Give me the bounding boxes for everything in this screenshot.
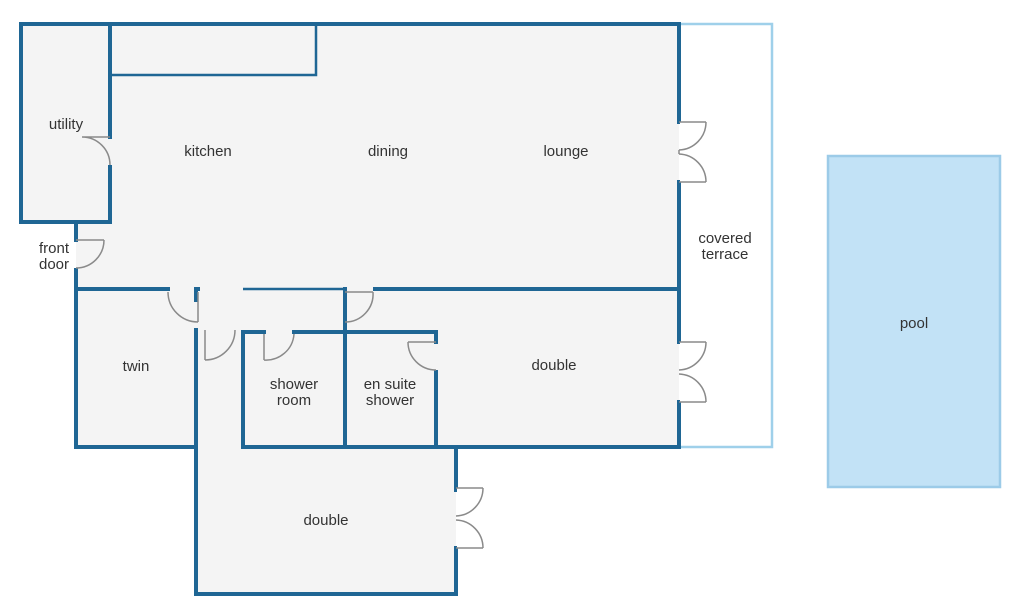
utility-floor — [21, 24, 110, 222]
covered-terrace-outline — [679, 22, 774, 449]
en-suite-door[interactable] — [407, 341, 437, 371]
double-right-label: double — [531, 357, 576, 374]
en-suite-label-line2: shower — [366, 392, 414, 409]
kitchen-label: kitchen — [184, 143, 232, 160]
room-labels: utility kitchen dining lounge front door… — [39, 116, 928, 529]
twin-label: twin — [123, 358, 150, 375]
right-double-door[interactable] — [344, 291, 374, 323]
double-french-doors[interactable] — [678, 341, 707, 403]
bottom-double-door[interactable] — [204, 329, 236, 361]
lounge-french-doors[interactable] — [678, 121, 707, 183]
bottom-double-french-doors[interactable] — [455, 487, 484, 549]
pool — [826, 154, 1002, 489]
interior-walls — [74, 22, 681, 449]
pool-label: pool — [900, 315, 928, 332]
main-living-floor — [110, 24, 679, 289]
floor-areas — [21, 24, 679, 594]
utility-label: utility — [49, 116, 84, 133]
covered-terrace-label-line1: covered — [698, 230, 751, 247]
dining-label: dining — [368, 143, 408, 160]
lounge-label: lounge — [543, 143, 588, 160]
hall-floor — [76, 222, 110, 289]
exterior-walls — [19, 22, 681, 596]
front-door-label-line2: door — [39, 256, 69, 273]
front-door[interactable] — [75, 239, 105, 269]
covered-terrace-label-line2: terrace — [702, 246, 749, 263]
shower-room-label-line2: room — [277, 392, 311, 409]
utility-door[interactable] — [81, 136, 111, 166]
bedroom-wing-floor — [76, 289, 679, 447]
front-door-label-line1: front — [39, 240, 70, 257]
shower-room-door[interactable] — [263, 333, 295, 361]
double-bottom-label: double — [303, 512, 348, 529]
doors — [75, 121, 707, 549]
bottom-double-floor — [196, 447, 456, 594]
twin-door[interactable] — [167, 291, 199, 323]
en-suite-label-line1: en suite — [364, 376, 417, 393]
shower-room-label-line1: shower — [270, 376, 318, 393]
